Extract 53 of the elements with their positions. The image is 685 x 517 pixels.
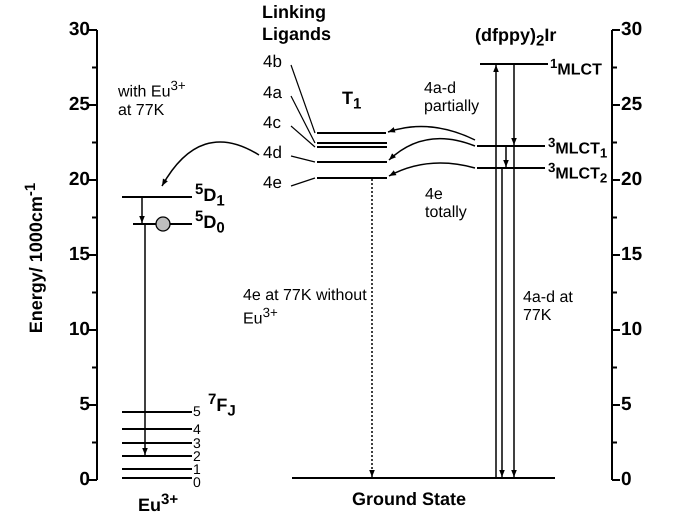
transition-arrow bbox=[503, 147, 509, 167]
tick-label: 25 bbox=[621, 95, 642, 114]
level-label: 5 bbox=[193, 404, 201, 418]
tick-label: 0 bbox=[78, 470, 90, 489]
level-label: 0 bbox=[193, 475, 201, 489]
leader-line bbox=[290, 64, 316, 134]
transition-arrow bbox=[511, 147, 517, 477]
transition-arrow bbox=[493, 65, 499, 477]
transition-arrow bbox=[369, 179, 375, 477]
transition-arrow bbox=[511, 65, 517, 145]
level-label: 1 bbox=[193, 462, 201, 476]
tick-label: 5 bbox=[621, 395, 632, 414]
tick-label: 0 bbox=[621, 470, 632, 489]
curved-arrow bbox=[388, 162, 476, 177]
curved-arrow bbox=[388, 138, 476, 161]
tick-label: 30 bbox=[621, 20, 642, 39]
level-label: $^{5}$D$_{1}$ bbox=[195, 182, 225, 209]
level-label: 4b bbox=[263, 53, 282, 70]
level-label: 4c bbox=[263, 114, 281, 131]
state-label: T$_{1}$ bbox=[342, 89, 362, 112]
level-label: 4d bbox=[263, 144, 282, 161]
heading: Linking Ligands bbox=[262, 2, 332, 46]
level-label: 4a bbox=[263, 84, 282, 101]
transition-arrow bbox=[499, 169, 505, 477]
transition-arrow bbox=[139, 198, 145, 223]
level-label: 2 bbox=[193, 449, 201, 463]
level-label: 4 bbox=[193, 422, 201, 436]
leader-line bbox=[290, 96, 316, 144]
level-label: $^{3}$MLCT$_{2}$ bbox=[548, 161, 608, 185]
heading: (dfppy)$_{2}$Ir bbox=[475, 26, 556, 49]
tick-label: 15 bbox=[68, 245, 90, 264]
level-label: $^{3}$MLCT$_{1}$ bbox=[548, 136, 608, 160]
tick-label: 20 bbox=[621, 170, 642, 189]
level-label: $^{1}$MLCT bbox=[550, 57, 602, 78]
tick-label: 10 bbox=[621, 320, 642, 339]
level-label: 3 bbox=[193, 436, 201, 450]
tick-label: 20 bbox=[68, 170, 90, 189]
level-label: Ground State bbox=[352, 490, 466, 508]
level-label: $^{5}$D$_{0}$ bbox=[195, 209, 225, 236]
tick-label: 25 bbox=[68, 95, 90, 114]
transition-arrow bbox=[142, 225, 148, 455]
state-label: $^{7}$F$_{J}$ bbox=[208, 392, 236, 419]
leader-line bbox=[290, 155, 316, 163]
state-label: Eu$^{3+}$ bbox=[138, 492, 178, 514]
level-label: 4e bbox=[263, 174, 282, 191]
tick-label: 5 bbox=[78, 395, 90, 414]
tick-label: 10 bbox=[68, 320, 90, 339]
tick-label: 15 bbox=[621, 245, 642, 264]
curved-arrow bbox=[388, 126, 476, 141]
leader-line bbox=[290, 177, 316, 187]
leader-line bbox=[290, 126, 316, 148]
curved-arrow bbox=[161, 141, 260, 186]
tick-label: 30 bbox=[68, 20, 90, 39]
